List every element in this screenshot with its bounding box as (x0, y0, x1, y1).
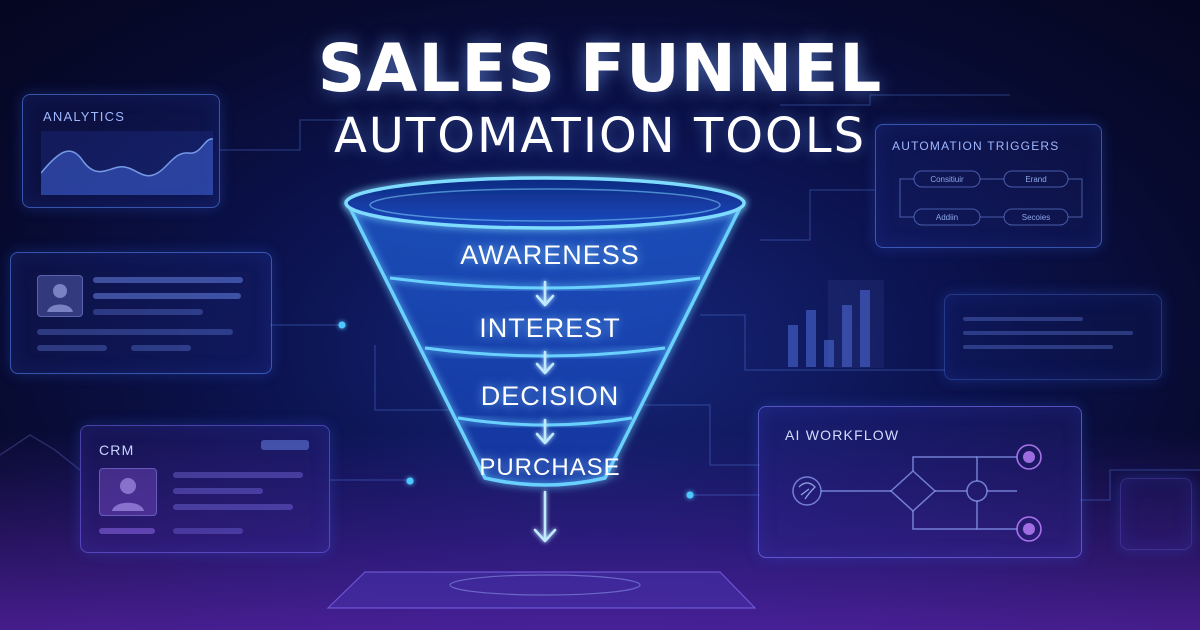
ai-icon-detail (798, 482, 816, 500)
arrow-awareness-interest (535, 280, 555, 307)
text-placeholder (93, 293, 241, 299)
ai-workflow-panel: AI WORKFLOW (758, 406, 1082, 558)
funnel-stage-awareness: AWARENESS (460, 240, 640, 270)
analytics-panel: ANALYTICS (22, 94, 220, 208)
text-placeholder (99, 528, 155, 534)
arrow-decision-purchase (535, 418, 555, 445)
analytics-label: ANALYTICS (43, 109, 126, 124)
circuit-lines (220, 94, 1200, 501)
automation-triggers-label: AUTOMATION TRIGGERS (892, 139, 1060, 153)
ai-workflow-diagram (792, 444, 1042, 542)
text-placeholder (963, 317, 1083, 321)
text-placeholder (173, 488, 263, 494)
crm-tag (261, 440, 309, 450)
trigger-node: Erand (1025, 175, 1047, 184)
text-placeholder (37, 329, 233, 335)
decision-diamond (889, 469, 937, 513)
text-placeholder (963, 345, 1113, 349)
text-placeholder (93, 277, 243, 283)
bar-chart-graphic (788, 280, 884, 368)
text-card-panel (944, 294, 1162, 380)
text-placeholder (173, 528, 243, 534)
contact-card-panel (10, 252, 272, 374)
trigger-node: Addiin (935, 213, 959, 222)
page-title: SALES FUNNEL (317, 30, 883, 107)
user-icon (47, 284, 73, 312)
trigger-node: Secoies (1021, 213, 1051, 222)
text-placeholder (37, 345, 107, 351)
workflow-output-nodes (1016, 444, 1042, 542)
arrow-interest-decision (535, 350, 555, 375)
base-platform (326, 571, 757, 609)
ai-workflow-label: AI WORKFLOW (785, 427, 900, 443)
decor-line (0, 434, 81, 471)
text-placeholder (173, 472, 303, 478)
text-placeholder (963, 331, 1133, 335)
user-icon (112, 478, 144, 511)
page-subtitle: AUTOMATION TOOLS (333, 108, 867, 164)
crm-label: CRM (99, 442, 135, 458)
trigger-node: Consitiuir (930, 175, 964, 184)
contact-avatar (37, 275, 83, 317)
circuit-nodes (338, 321, 694, 499)
funnel-stage-decision: DECISION (480, 381, 620, 411)
trigger-flow-diagram (899, 170, 1083, 226)
crm-avatar (99, 468, 157, 516)
decor-panel (1120, 478, 1192, 550)
analytics-line-chart (41, 131, 213, 195)
stage-arrows (533, 280, 557, 543)
text-placeholder (131, 345, 191, 351)
text-placeholder (93, 309, 203, 315)
automation-triggers-panel: AUTOMATION TRIGGERS Consitiuir Erand Add… (875, 124, 1102, 248)
text-placeholder (173, 504, 293, 510)
arrow-to-platform (533, 490, 557, 543)
funnel-stage-purchase: PURCHASE (479, 454, 621, 481)
crm-panel: CRM (80, 425, 330, 553)
funnel-stage-interest: INTEREST (479, 313, 621, 343)
